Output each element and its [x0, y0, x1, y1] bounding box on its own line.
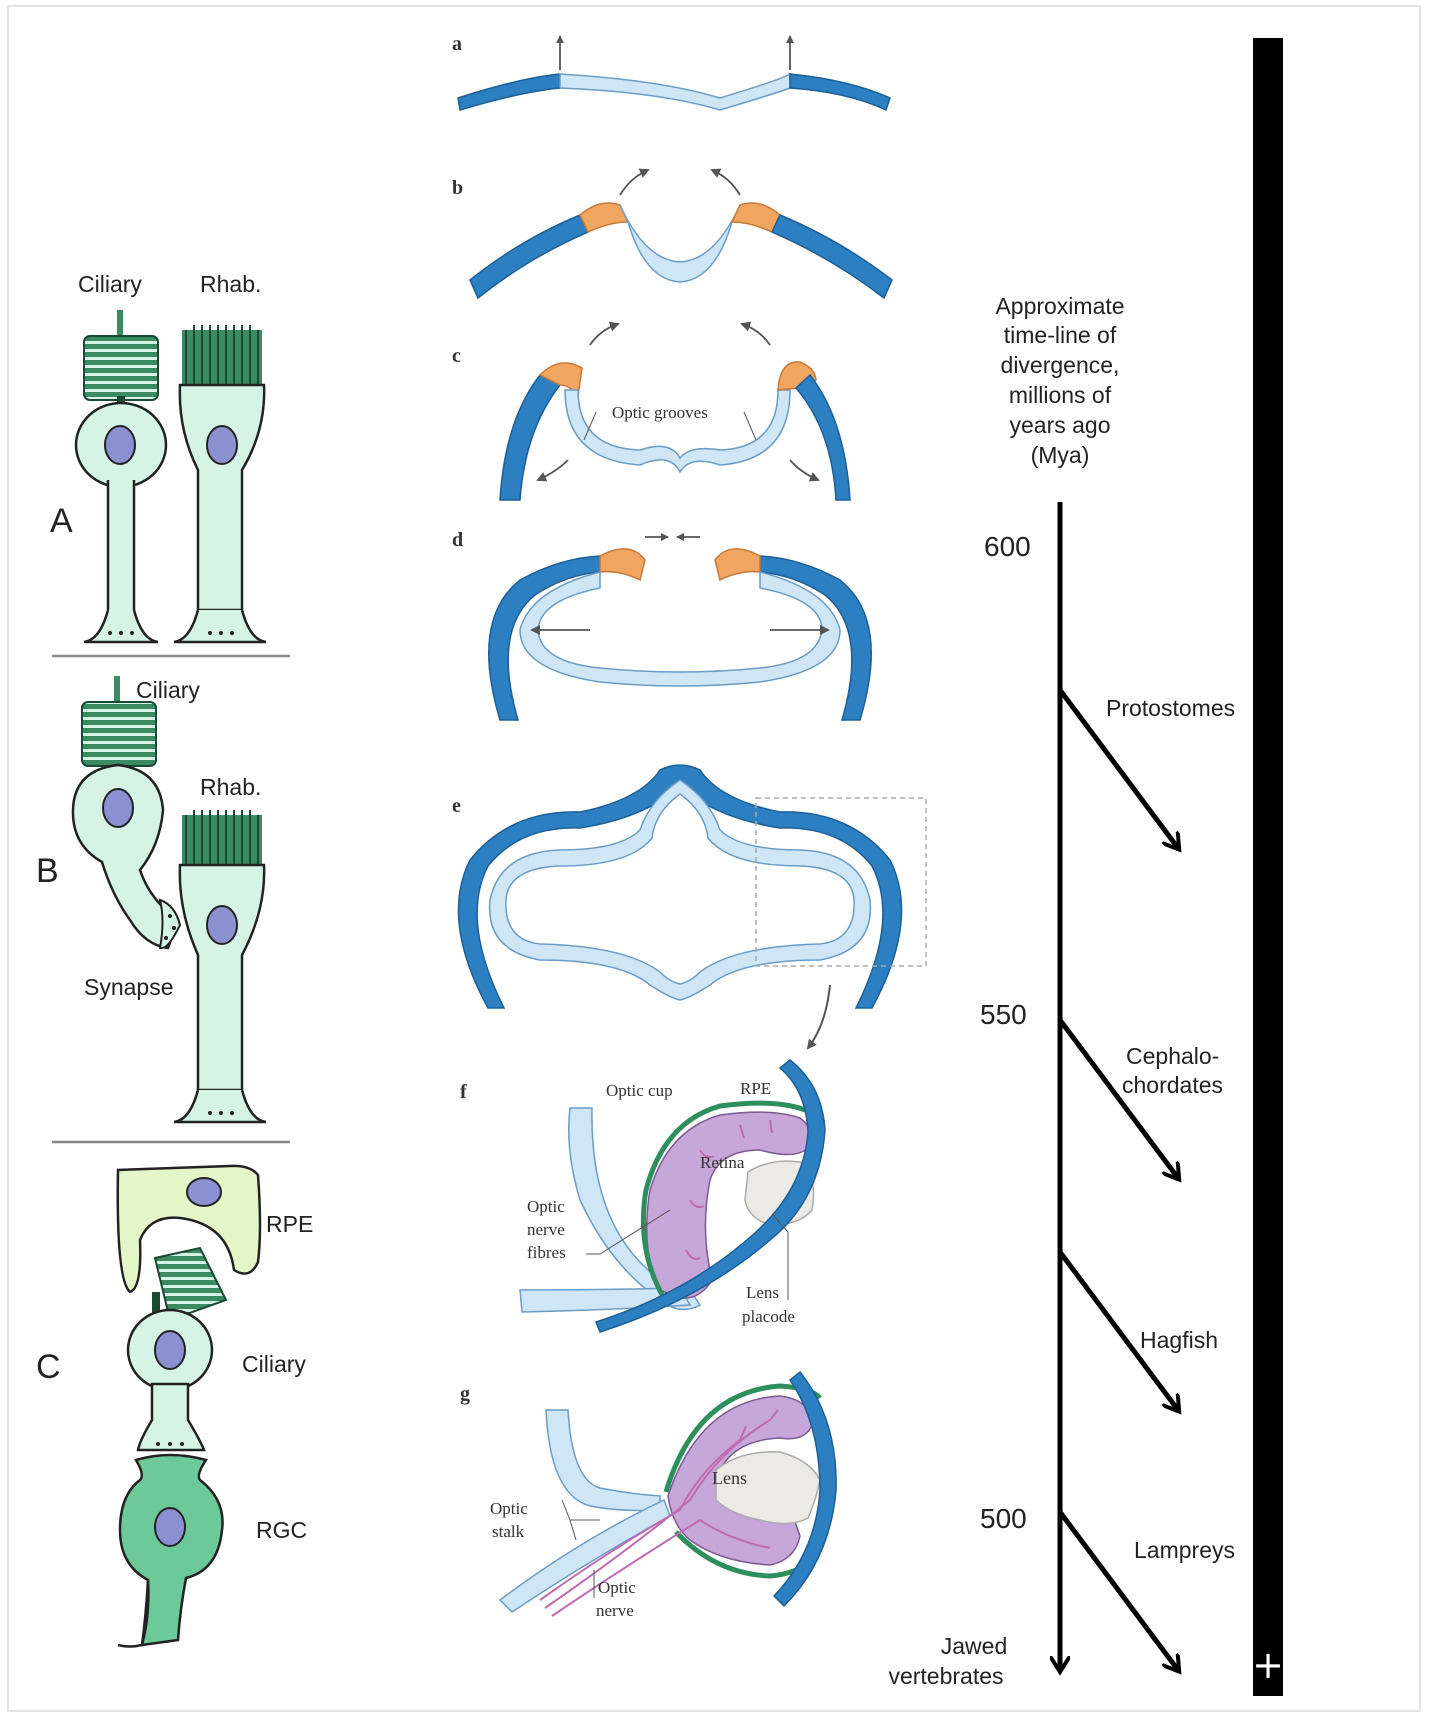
timeline-heading-3: divergence, [1001, 352, 1120, 378]
panel-C-rpe-label: RPE [266, 1211, 313, 1237]
timeline-heading-6: (Mya) [1031, 442, 1090, 468]
lens-label: Lens [712, 1468, 747, 1488]
panel-C-rgc-label: RGC [256, 1517, 307, 1543]
optic-nerve-label-2: nerve [596, 1601, 634, 1620]
retinal-ganglion-cell [118, 1455, 223, 1647]
scrollbar-track[interactable] [1253, 38, 1283, 1696]
rhabdomeric-photoreceptor-B [174, 810, 266, 1122]
branch-lampreys [1060, 1512, 1178, 1670]
diagram-panel-f: f Optic cup RPE Retina Optic nerve fibre… [460, 1060, 825, 1332]
nucleus-icon [103, 789, 133, 827]
ciliary-photoreceptor-A [76, 310, 166, 642]
optic-stalk-label-2: stalk [492, 1522, 525, 1541]
diagram-panel-c: c Optic grooves [452, 324, 850, 500]
cephalochordates-label-2: chordates [1122, 1072, 1223, 1098]
hagfish-label: Hagfish [1140, 1327, 1218, 1353]
lens-placode-label-2: placode [742, 1307, 795, 1326]
panel-C-letter: C [36, 1348, 61, 1386]
diagram-panel-e: e [452, 765, 926, 1048]
nucleus-icon [155, 1331, 185, 1369]
cephalochordates-label-1: Cephalo- [1126, 1043, 1219, 1069]
tick-600: 600 [984, 531, 1031, 562]
panel-A: A Ciliary Rhab. [50, 271, 266, 642]
plus-icon[interactable]: + [1252, 1643, 1284, 1687]
panel-A-letter: A [50, 502, 73, 540]
panel-a-letter: a [452, 33, 462, 55]
ciliary-photoreceptor-B [73, 676, 180, 948]
timeline-heading-5: years ago [1009, 412, 1110, 438]
panel-f-letter: f [460, 1081, 467, 1103]
panel-d-letter: d [452, 529, 463, 551]
optic-nerve-fibres-label-3: fibres [527, 1243, 566, 1262]
timeline-heading-1: Approximate [995, 293, 1124, 319]
jawed-vertebrates-label-2: vertebrates [888, 1663, 1003, 1689]
optic-grooves-label: Optic grooves [612, 403, 708, 422]
diagram-panel-g: g Lens Optic stalk Optic nerve [460, 1372, 836, 1620]
diagram-panel-b: b [452, 170, 892, 298]
scrollbar[interactable]: + [1252, 38, 1284, 1696]
panel-B-letter: B [36, 852, 59, 890]
optic-nerve-fibres-label-1: Optic [527, 1197, 565, 1216]
tick-500: 500 [980, 1503, 1027, 1534]
panel-B-rhab-label: Rhab. [200, 774, 261, 800]
nucleus-icon [155, 1508, 185, 1546]
diagram-panel-d: d [452, 529, 871, 720]
timeline-heading-4: millions of [1009, 382, 1112, 408]
tick-550: 550 [980, 999, 1027, 1030]
panel-g-letter: g [460, 1383, 470, 1405]
timeline: Approximate time-line of divergence, mil… [888, 293, 1235, 1689]
ciliary-photoreceptor-C [128, 1248, 226, 1450]
timeline-heading-2: time-line of [1004, 322, 1117, 348]
nucleus-icon [207, 906, 237, 944]
panel-B: B Ciliary Rhab. Synapse [36, 676, 266, 1122]
optic-stalk-label-1: Optic [490, 1499, 528, 1518]
panel-A-rhab-label: Rhab. [200, 271, 261, 297]
jawed-vertebrates-label-1: Jawed [941, 1633, 1007, 1659]
lens-placode-label-1: Lens [746, 1283, 779, 1302]
protostomes-label: Protostomes [1106, 695, 1235, 721]
optic-nerve-label-1: Optic [598, 1578, 636, 1597]
panel-b-letter: b [452, 177, 463, 199]
panel-B-ciliary-label: Ciliary [136, 677, 200, 703]
lampreys-label: Lampreys [1134, 1537, 1235, 1563]
nucleus-icon [105, 426, 135, 464]
panel-A-ciliary-label: Ciliary [78, 271, 142, 297]
panel-B-synapse-label: Synapse [84, 974, 174, 1000]
panel-c-letter: c [452, 345, 461, 367]
panel-C: C RPE Ciliary RGC [36, 1166, 313, 1647]
panel-e-letter: e [452, 795, 461, 817]
optic-nerve-fibres-label-2: nerve [527, 1220, 565, 1239]
rpe-label: RPE [740, 1079, 771, 1098]
panel-C-ciliary-label: Ciliary [242, 1351, 306, 1377]
retina-label: Retina [700, 1153, 745, 1172]
rhabdomeric-photoreceptor-A [174, 325, 266, 642]
nucleus-icon [207, 426, 237, 464]
diagram-panel-a: a [452, 33, 890, 110]
nucleus-icon [187, 1178, 221, 1206]
optic-cup-label: Optic cup [606, 1081, 673, 1100]
